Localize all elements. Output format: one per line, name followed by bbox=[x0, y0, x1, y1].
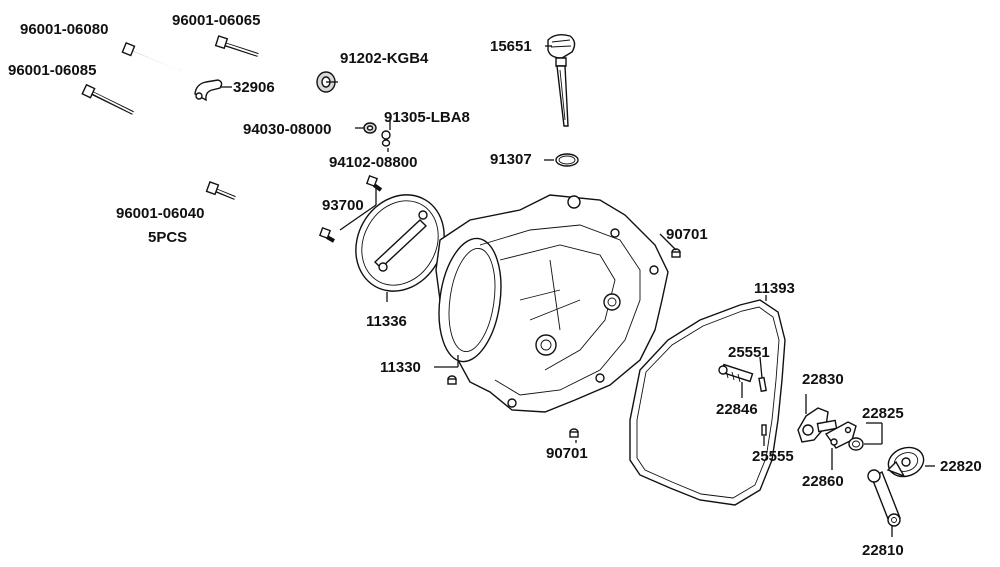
gasket-11393 bbox=[629, 299, 786, 506]
label-96001-06040: 96001-06040 bbox=[116, 205, 204, 222]
dowel-pin-90701-top bbox=[671, 248, 681, 258]
label-25555: 25555 bbox=[752, 448, 794, 465]
dowel-pin-11330-side bbox=[447, 375, 457, 385]
label-11336: 11336 bbox=[366, 313, 407, 330]
washer-94030-08000 bbox=[363, 122, 377, 134]
bolt-96001-06080 bbox=[121, 41, 181, 71]
label-94102-08800: 94102-08800 bbox=[329, 154, 417, 171]
bolt-96001-06040 bbox=[205, 181, 236, 200]
label-91305-LBA8: 91305-LBA8 bbox=[384, 109, 470, 126]
label-96001-06080: 96001-06080 bbox=[20, 21, 108, 38]
label-5pcs: 5PCS bbox=[148, 229, 187, 246]
label-91202-KGB4: 91202-KGB4 bbox=[340, 50, 429, 67]
o-ring-91305-LBA8 bbox=[381, 130, 391, 140]
label-90701-bottom: 90701 bbox=[546, 445, 588, 462]
bolt-93700-upper bbox=[365, 174, 383, 192]
label-22825: 22825 bbox=[862, 405, 904, 422]
dipstick-15651 bbox=[547, 33, 576, 127]
label-11330: 11330 bbox=[380, 359, 421, 376]
o-ring-91307 bbox=[555, 153, 579, 167]
label-25551: 25551 bbox=[728, 344, 770, 361]
clamp-32906 bbox=[194, 79, 223, 102]
bolt-93700-lower bbox=[318, 226, 335, 243]
leader-lines bbox=[220, 45, 935, 537]
bolt-96001-06065 bbox=[214, 35, 259, 57]
label-94030-08000: 94030-08000 bbox=[243, 121, 331, 138]
crankcase-cover-11330 bbox=[435, 194, 669, 413]
label-32906: 32906 bbox=[233, 79, 275, 96]
label-11393: 11393 bbox=[754, 280, 795, 297]
label-22830: 22830 bbox=[802, 371, 844, 388]
label-15651: 15651 bbox=[490, 38, 532, 55]
label-22820: 22820 bbox=[940, 458, 982, 475]
lifter-cam-22830 bbox=[797, 407, 838, 443]
label-91307: 91307 bbox=[490, 151, 532, 168]
clutch-cover-11336 bbox=[355, 194, 445, 292]
label-22810: 22810 bbox=[862, 542, 904, 559]
label-22860: 22860 bbox=[802, 473, 844, 490]
plate-22860 bbox=[824, 421, 857, 449]
cam-22820 bbox=[886, 446, 925, 478]
label-90701-top: 90701 bbox=[666, 226, 708, 243]
label-96001-06065: 96001-06065 bbox=[172, 12, 260, 29]
bolt-96001-06085 bbox=[81, 83, 134, 115]
lever-22810 bbox=[867, 469, 901, 527]
label-22846: 22846 bbox=[716, 401, 758, 418]
pin-25555 bbox=[761, 424, 767, 436]
bearing-22825 bbox=[848, 437, 864, 451]
dowel-pin-90701-bottom bbox=[569, 428, 579, 438]
label-96001-06085: 96001-06085 bbox=[8, 62, 96, 79]
shaft-22846 bbox=[718, 363, 754, 383]
washer-94102-08800 bbox=[381, 139, 391, 147]
label-93700: 93700 bbox=[322, 197, 364, 214]
